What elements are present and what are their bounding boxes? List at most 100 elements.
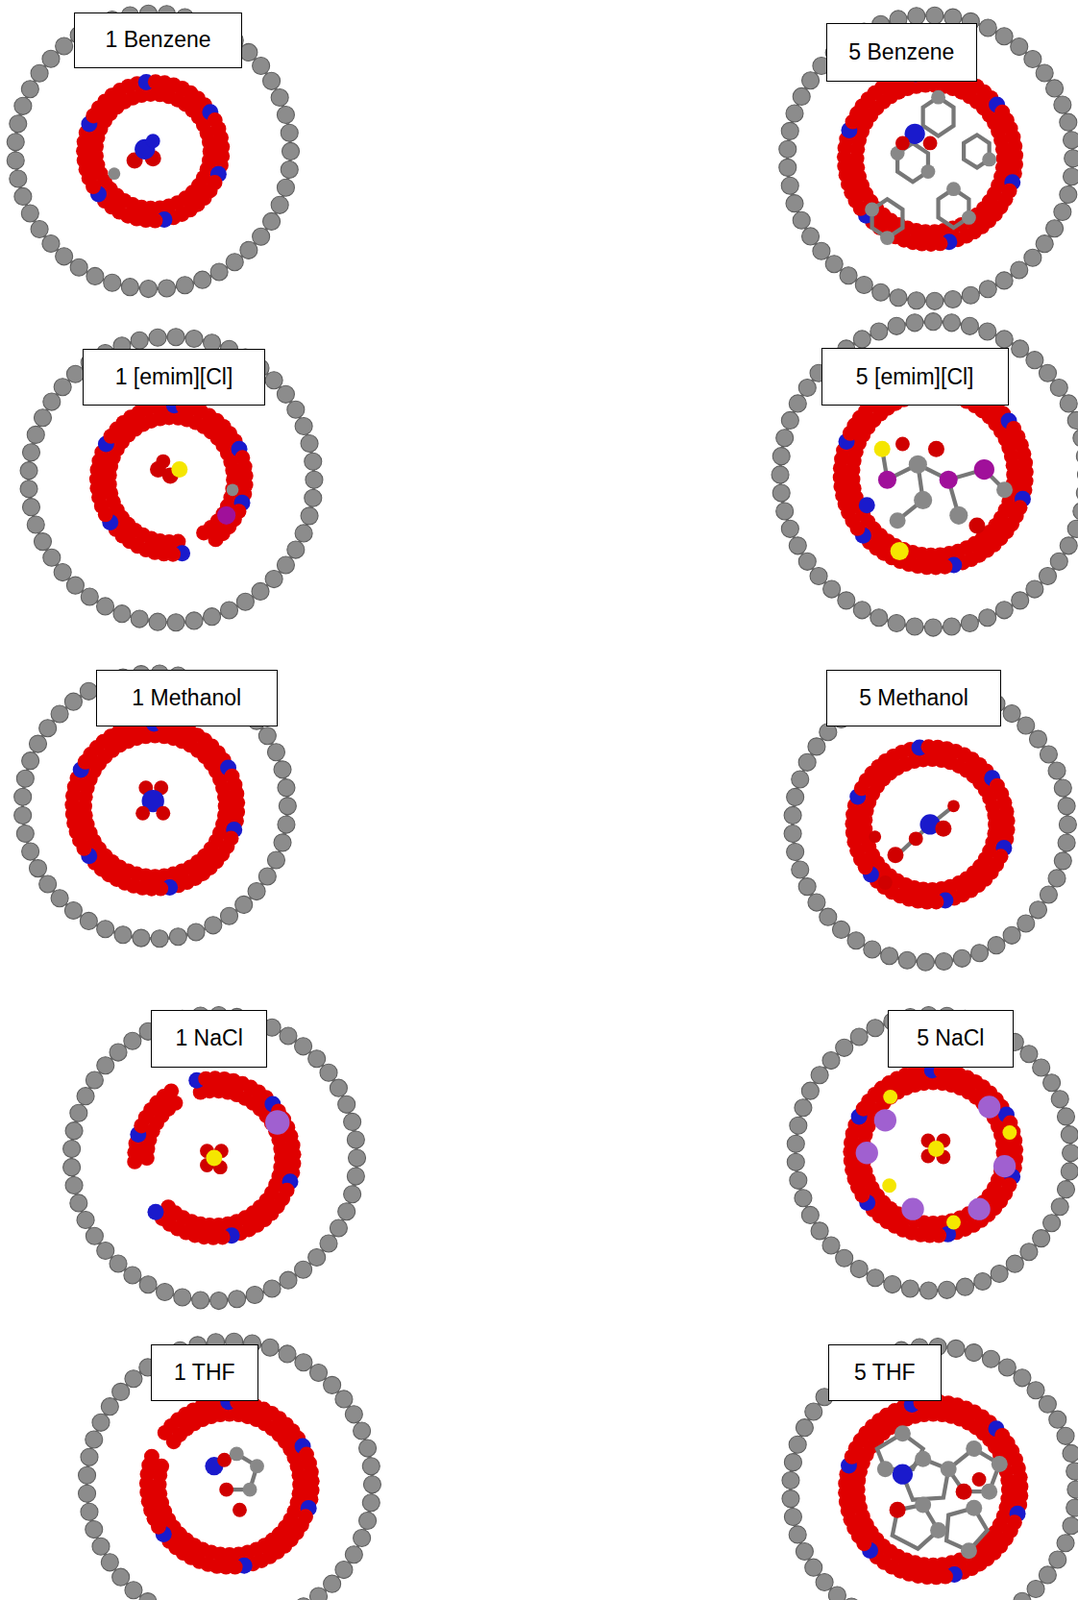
carbon-bead xyxy=(130,331,148,349)
carbon-bead xyxy=(85,1071,103,1089)
carbon-bead xyxy=(776,429,794,447)
carbon-bead xyxy=(1056,1180,1075,1199)
carbon-bead xyxy=(194,270,212,289)
carbon-bead xyxy=(21,204,39,222)
carbon-bead xyxy=(1059,185,1078,203)
carbon-bead xyxy=(43,392,61,411)
carbon-bead xyxy=(9,170,27,188)
carbon-bead xyxy=(276,556,294,574)
carbon-bead xyxy=(97,920,115,938)
carbon-bead xyxy=(103,273,122,292)
oxygen-bead xyxy=(208,531,224,547)
guest-molecule xyxy=(872,97,990,238)
carbon-bead xyxy=(1003,926,1021,944)
carbon-bead xyxy=(1017,716,1035,735)
carbon-bead xyxy=(781,519,799,538)
carbon-bead xyxy=(14,787,32,806)
carbon-bead xyxy=(100,1553,119,1571)
carbon-bead xyxy=(319,1063,338,1081)
carbon-bead xyxy=(1024,49,1042,68)
carbon-bead xyxy=(20,462,38,480)
carbon-bead xyxy=(906,617,924,636)
carbon-bead xyxy=(961,286,980,304)
carbon-bead xyxy=(80,1502,98,1520)
guest-molecule xyxy=(135,780,171,820)
tube-wall xyxy=(86,1341,372,1600)
carbon-bead xyxy=(789,1171,808,1189)
carbon-bead xyxy=(779,140,797,158)
carbon-bead xyxy=(70,258,88,276)
carbon-bead xyxy=(1051,1090,1069,1108)
carbon-bead xyxy=(872,283,890,301)
carbon-bead xyxy=(798,753,816,771)
carbon-bead xyxy=(150,930,169,948)
guest-molecule xyxy=(882,448,1005,520)
carbon-bead xyxy=(346,1167,365,1185)
carbon-bead xyxy=(1066,1498,1078,1517)
carbon-bead xyxy=(20,480,38,498)
carbon-bead xyxy=(772,447,790,466)
carbon-bead xyxy=(1053,203,1072,221)
carbon-bead xyxy=(839,267,858,285)
carbon-bead xyxy=(80,588,98,606)
carbon-bead xyxy=(979,19,997,37)
carbon-bead xyxy=(236,592,254,611)
carbon-bead xyxy=(294,1260,313,1278)
carbon-bead xyxy=(348,1149,367,1167)
carbon-bead xyxy=(792,87,810,105)
carbon-bead xyxy=(33,533,51,551)
carbon-bead xyxy=(1010,38,1029,56)
carbon-bead xyxy=(1020,1243,1038,1261)
carbon-bead xyxy=(16,769,34,787)
carbon-bead xyxy=(185,329,203,347)
carbon-bead xyxy=(889,289,907,307)
carbon-bead xyxy=(278,797,296,815)
carbon-bead xyxy=(808,737,826,756)
carbon-bead xyxy=(92,1537,110,1555)
carbon-bead xyxy=(225,253,244,271)
carbon-bead xyxy=(995,271,1013,290)
carbon-bead xyxy=(85,1520,103,1539)
carbon-bead xyxy=(294,1353,313,1372)
carbon-bead xyxy=(280,160,298,178)
carbon-bead xyxy=(898,951,916,969)
carbon-bead xyxy=(883,1275,902,1294)
carbon-bead xyxy=(109,1254,127,1273)
carbon-bead xyxy=(924,618,942,637)
carbon-bead xyxy=(1013,1592,1031,1600)
carbon-bead xyxy=(822,1236,840,1254)
nitrogen-bead xyxy=(147,1203,164,1221)
oxygen-bead xyxy=(1018,464,1034,480)
carbon-bead xyxy=(228,1290,246,1308)
carbon-bead xyxy=(1056,1426,1075,1445)
carbon-bead xyxy=(798,552,816,570)
carbon-bead xyxy=(1046,79,1064,98)
carbon-bead xyxy=(210,263,228,281)
carbon-bead xyxy=(30,64,49,82)
carbon-bead xyxy=(139,280,157,298)
carbon-bead xyxy=(835,1249,854,1267)
carbon-bead xyxy=(1063,131,1078,149)
carbon-bead xyxy=(809,566,828,585)
label-box: 5 Methanol xyxy=(826,669,1003,726)
carbon-bead xyxy=(781,411,799,429)
carbon-bead xyxy=(1067,1480,1078,1498)
carbon-bead xyxy=(276,105,294,123)
guest-atoms xyxy=(858,437,1013,561)
carbon-bead xyxy=(167,328,185,346)
carbon-bead xyxy=(80,1447,98,1466)
carbon-bead xyxy=(1067,519,1078,538)
carbon-bead xyxy=(887,317,906,335)
carbon-bead xyxy=(955,1277,974,1296)
carbon-bead xyxy=(53,563,72,582)
carbon-bead xyxy=(1053,779,1072,797)
tube-wall xyxy=(786,15,1073,301)
oxygen-bead xyxy=(1007,147,1024,164)
carbon-bead xyxy=(786,1134,805,1152)
carbon-bead xyxy=(300,507,319,525)
carbon-bead xyxy=(794,1099,812,1117)
oxygen-bead xyxy=(163,1082,179,1099)
carbon-bead xyxy=(1039,885,1057,904)
carbon-bead xyxy=(1032,1229,1051,1248)
carbon-bead xyxy=(1059,113,1078,131)
